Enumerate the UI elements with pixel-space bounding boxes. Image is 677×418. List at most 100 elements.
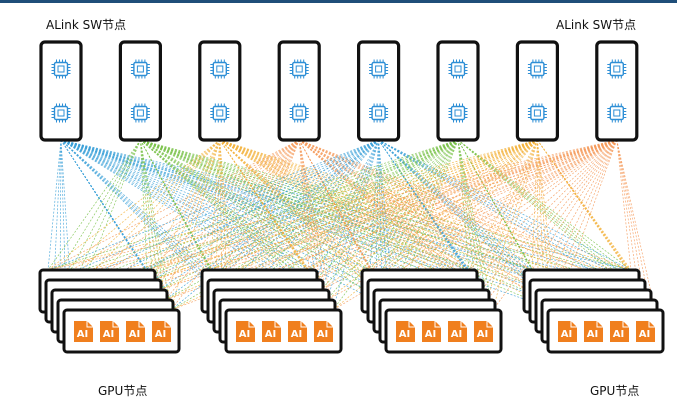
ai-chip-label: AI: [425, 329, 436, 340]
gpu-label-right: GPU节点: [590, 384, 640, 398]
link-line: [60, 139, 395, 311]
link-line: [221, 139, 617, 291]
link-line: [320, 139, 538, 291]
link-line: [140, 139, 383, 291]
link-line: [60, 139, 371, 271]
ai-chip-icon: AI: [610, 321, 629, 342]
ai-chip-label: AI: [129, 329, 140, 340]
link-line: [140, 139, 316, 281]
link-line: [227, 139, 538, 301]
link-line: [215, 139, 538, 281]
link-line: [209, 139, 617, 271]
link-line: [146, 139, 221, 271]
link-line: [140, 139, 395, 311]
ai-chip-icon: AI: [448, 321, 467, 342]
ai-chip-label: AI: [155, 329, 166, 340]
link-line: [215, 139, 221, 281]
alink-switch-node: [515, 40, 560, 142]
ai-chip-label: AI: [291, 329, 302, 340]
link-line: [332, 139, 617, 311]
link-line: [209, 139, 538, 271]
link-line: [381, 139, 617, 291]
link-line: [314, 139, 459, 281]
cpu-chip-icon: [369, 59, 389, 79]
ai-chip-icon: AI: [558, 321, 577, 342]
link-line: [531, 139, 618, 271]
link-mesh: [47, 139, 656, 311]
link-line: [53, 139, 221, 281]
link-line: [53, 139, 459, 281]
cpu-chip-icon: [289, 59, 309, 79]
link-line: [60, 139, 211, 271]
link-line: [378, 139, 557, 311]
link-line: [152, 139, 617, 281]
link-line: [65, 139, 141, 301]
alink-switch-node: [39, 40, 83, 142]
cpu-chip-icon: [448, 59, 468, 79]
link-line: [47, 139, 141, 271]
link-line: [299, 139, 551, 301]
link-line: [60, 139, 644, 291]
link-line: [53, 139, 300, 281]
link-line: [219, 139, 377, 281]
link-line: [140, 139, 148, 271]
ai-chip-icon: AI: [422, 321, 441, 342]
ai-chip-label: AI: [639, 329, 650, 340]
link-line: [221, 139, 538, 291]
link-line: [59, 139, 538, 291]
alink-switch-node: [357, 40, 401, 142]
alink-switch-node: [118, 40, 163, 142]
link-line: [308, 139, 459, 271]
link-line: [468, 139, 618, 271]
link-line: [375, 139, 617, 281]
link-line: [53, 139, 379, 281]
link-line: [616, 139, 632, 271]
link-line: [215, 139, 300, 281]
link-line: [47, 139, 538, 271]
link-line: [59, 139, 221, 291]
link-line: [233, 139, 379, 311]
link-line: [537, 139, 618, 281]
link-line: [298, 139, 371, 271]
link-line: [378, 139, 545, 291]
link-line: [47, 139, 379, 271]
ai-chip-label: AI: [317, 329, 328, 340]
link-line: [369, 139, 379, 271]
link-line: [140, 139, 476, 281]
switch-label-right: ALink SW节点: [556, 18, 637, 32]
link-line: [474, 139, 538, 281]
link-line: [378, 139, 551, 301]
cpu-chip-icon: [607, 59, 627, 79]
cpu-chip-icon: [607, 103, 627, 123]
cpu-chip-icon: [51, 103, 71, 123]
link-line: [59, 139, 300, 291]
ai-chip-label: AI: [613, 329, 624, 340]
link-line: [60, 139, 389, 301]
link-line: [146, 139, 538, 271]
link-line: [369, 139, 459, 271]
cpu-chip-icon: [210, 59, 230, 79]
link-line: [219, 139, 389, 301]
link-line: [164, 139, 300, 301]
ai-chip-icon: AI: [314, 321, 333, 342]
top-accent-bar: [0, 0, 677, 3]
alink-switch-node: [198, 40, 242, 142]
link-line: [71, 139, 300, 311]
link-line: [298, 139, 328, 301]
link-line: [616, 139, 656, 311]
ai-chip-icon: AI: [236, 321, 255, 342]
link-line: [221, 139, 300, 291]
link-line: [298, 139, 334, 311]
link-line: [219, 139, 371, 271]
gpu-label-left: GPU节点: [98, 384, 148, 398]
link-line: [219, 139, 533, 271]
link-line: [140, 139, 328, 301]
link-line: [53, 139, 141, 281]
link-line: [492, 139, 618, 311]
ai-chip-label: AI: [477, 329, 488, 340]
ai-chip-label: AI: [239, 329, 250, 340]
